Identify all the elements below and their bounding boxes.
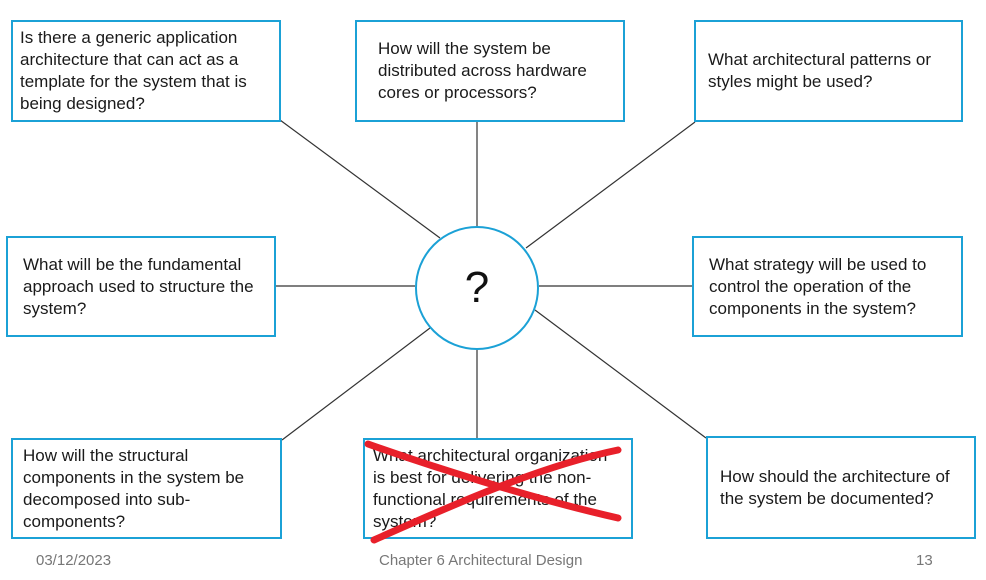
- cross-out-stroke-2: [370, 446, 622, 544]
- footer-chapter-title: Chapter 6 Architectural Design: [379, 552, 583, 569]
- question-box-patterns: What architectural patterns or styles mi…: [694, 20, 963, 122]
- footer-page-number: 13: [916, 552, 933, 569]
- cross-out-stroke-1: [364, 440, 622, 522]
- question-box-control-strategy: What strategy will be used to control th…: [692, 236, 963, 337]
- connector-top-right: [525, 121, 696, 249]
- question-text: What strategy will be used to control th…: [709, 254, 927, 318]
- question-box-generic-architecture: Is there a generic application architect…: [11, 20, 281, 122]
- connector-bottom-right: [534, 309, 707, 439]
- question-box-distribution: How will the system be distributed acros…: [355, 20, 625, 122]
- question-text: What will be the fundamental approach us…: [23, 254, 254, 318]
- question-box-fundamental-approach: What will be the fundamental approach us…: [6, 236, 276, 337]
- connector-top-left: [279, 119, 441, 239]
- question-text: What architectural patterns or styles mi…: [708, 50, 931, 91]
- question-text: How will the system be distributed acros…: [378, 39, 587, 102]
- question-box-documentation: How should the architecture of the syste…: [706, 436, 976, 539]
- question-text: Is there a generic application architect…: [20, 28, 247, 113]
- cross-out-mark: [364, 440, 622, 544]
- connector-bottom-left: [281, 327, 431, 441]
- question-box-decomposition: How will the structural components in th…: [11, 438, 282, 539]
- question-text: How should the architecture of the syste…: [720, 466, 950, 508]
- question-text: How will the structural components in th…: [23, 445, 245, 531]
- footer-date: 03/12/2023: [36, 552, 112, 569]
- central-question-circle: ?: [415, 226, 539, 350]
- question-mark: ?: [464, 263, 490, 312]
